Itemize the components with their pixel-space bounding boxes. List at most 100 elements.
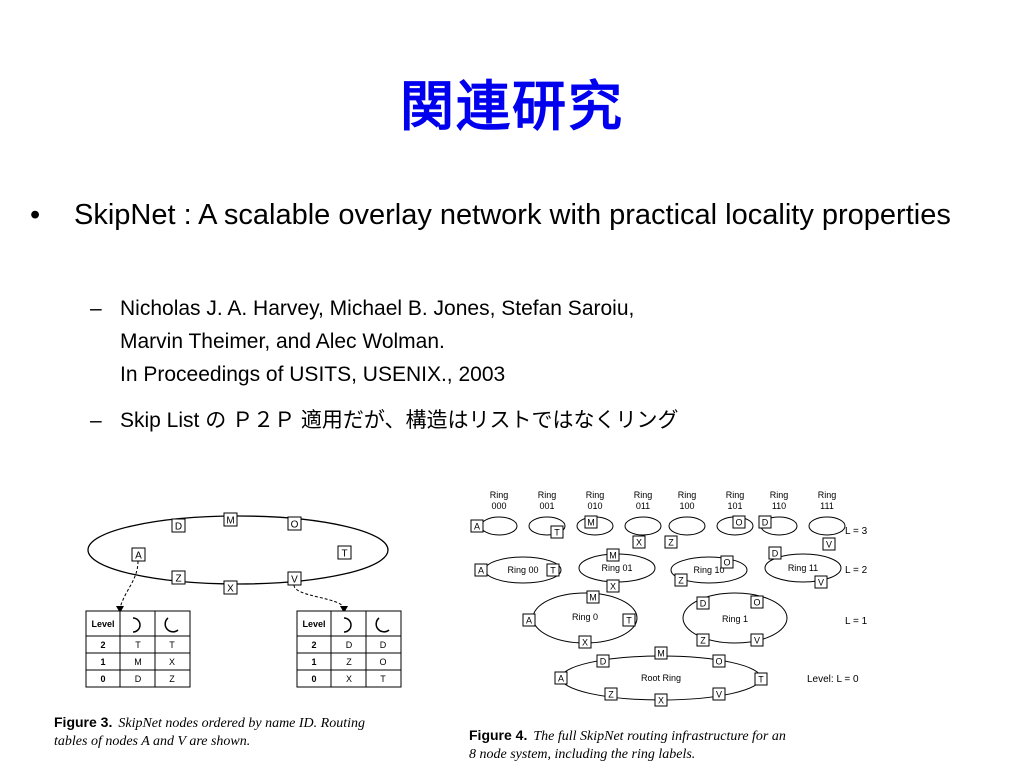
svg-text:Ring 01: Ring 01	[601, 563, 632, 573]
node-label: X	[582, 638, 588, 648]
figure-4-caption-line-1: Figure 4.The full SkipNet routing infras…	[469, 727, 786, 744]
level-label-3: L = 3	[845, 526, 868, 537]
svg-text:Ring: Ring	[634, 490, 653, 500]
svg-text:Ring: Ring	[770, 490, 789, 500]
svg-text:A: A	[135, 551, 142, 562]
svg-text:2: 2	[311, 640, 316, 650]
node-box	[522, 613, 536, 627]
svg-text:Ring: Ring	[678, 490, 697, 500]
svg-text:0: 0	[311, 674, 316, 684]
node-box	[750, 633, 764, 647]
level-label-2: L = 2	[845, 565, 868, 576]
svg-text:D: D	[346, 640, 353, 650]
node-label: Z	[608, 690, 614, 700]
arrowhead	[340, 606, 348, 613]
node-label: X	[610, 582, 616, 592]
node-label: T	[554, 528, 560, 538]
svg-text:1: 1	[100, 657, 105, 667]
node-label: D	[700, 599, 707, 609]
skipnet-ring	[87, 515, 389, 585]
node-label: V	[818, 578, 824, 588]
node-label: T	[550, 566, 556, 576]
svg-text:011: 011	[636, 501, 650, 511]
authors-line-1: Nicholas J. A. Harvey, Michael B. Jones,…	[120, 297, 635, 320]
level-label-1: L = 1	[845, 616, 868, 627]
clockwise-icon	[343, 617, 352, 633]
node-box	[470, 519, 484, 533]
node-box	[674, 573, 688, 587]
level-label-0: Level: L = 0	[807, 674, 859, 685]
svg-text:T: T	[380, 674, 386, 684]
note-text: Skip List の Ｐ２Ｐ 適用だが、構造はリストではなくリング	[120, 409, 679, 432]
svg-text:D: D	[135, 674, 142, 684]
level-3-rings	[480, 516, 846, 536]
svg-text:2: 2	[100, 640, 105, 650]
node-label: T	[758, 675, 764, 685]
node-box	[712, 687, 726, 701]
node-label: O	[723, 558, 730, 568]
level-header: Level	[91, 619, 114, 629]
node-box	[822, 537, 836, 551]
svg-text:Z: Z	[169, 674, 175, 684]
svg-text:100: 100	[679, 501, 694, 511]
node-box	[596, 654, 610, 668]
node-label: V	[826, 540, 832, 550]
arrowhead	[116, 606, 124, 613]
node-label: X	[636, 538, 642, 548]
bullet-marker: •	[30, 199, 41, 231]
node-box	[632, 535, 646, 549]
node-label: M	[589, 593, 597, 603]
node-box	[654, 693, 668, 707]
node-label: D	[772, 549, 779, 559]
svg-text:111: 111	[820, 501, 834, 511]
node-box	[654, 646, 668, 660]
node-label: O	[715, 657, 722, 667]
pointer-arrow	[119, 560, 139, 609]
node-box	[586, 590, 600, 604]
svg-text:000: 000	[491, 501, 506, 511]
figure-4-caption-line-2: 8 node system, including the ring labels…	[469, 747, 695, 762]
svg-text:T: T	[135, 640, 141, 650]
node-box	[696, 596, 710, 610]
svg-text:Ring 0: Ring 0	[572, 612, 598, 622]
node-box	[814, 575, 828, 589]
ring-node: X	[223, 580, 238, 595]
sub-bullet-authors: – Nicholas J. A. Harvey, Michael B. Jone…	[90, 292, 634, 391]
svg-text:Z: Z	[175, 574, 181, 585]
svg-text:Ring: Ring	[490, 490, 509, 500]
node-box	[606, 579, 620, 593]
svg-text:Z: Z	[346, 657, 352, 667]
ring-node: T	[337, 545, 352, 560]
node-box	[554, 671, 568, 685]
proceedings-line: In Proceedings of USITS, USENIX., 2003	[120, 363, 506, 386]
svg-text:O: O	[379, 657, 386, 667]
sub-bullet-marker: –	[90, 297, 102, 320]
node-label: M	[609, 551, 617, 561]
bullet-text: SkipNet : A scalable overlay network wit…	[74, 199, 951, 231]
svg-text:Ring 00: Ring 00	[507, 565, 538, 575]
figure-3-caption-line-1: Figure 3.SkipNet nodes ordered by name I…	[54, 714, 365, 731]
node-box	[758, 515, 772, 529]
ring-node: A	[131, 547, 146, 562]
node-label: O	[753, 598, 760, 608]
svg-text:X: X	[346, 674, 352, 684]
counterclockwise-icon	[164, 617, 179, 633]
node-box	[754, 672, 768, 686]
node-box	[604, 687, 618, 701]
ring-node: O	[287, 516, 302, 531]
svg-text:X: X	[227, 584, 234, 595]
svg-text:1: 1	[311, 657, 316, 667]
svg-text:O: O	[291, 520, 299, 531]
node-label: Z	[668, 538, 674, 548]
svg-text:Ring 11: Ring 11	[788, 563, 818, 573]
node-label: A	[526, 616, 532, 626]
node-box	[712, 654, 726, 668]
node-label: Z	[678, 576, 684, 586]
node-label: D	[600, 657, 607, 667]
